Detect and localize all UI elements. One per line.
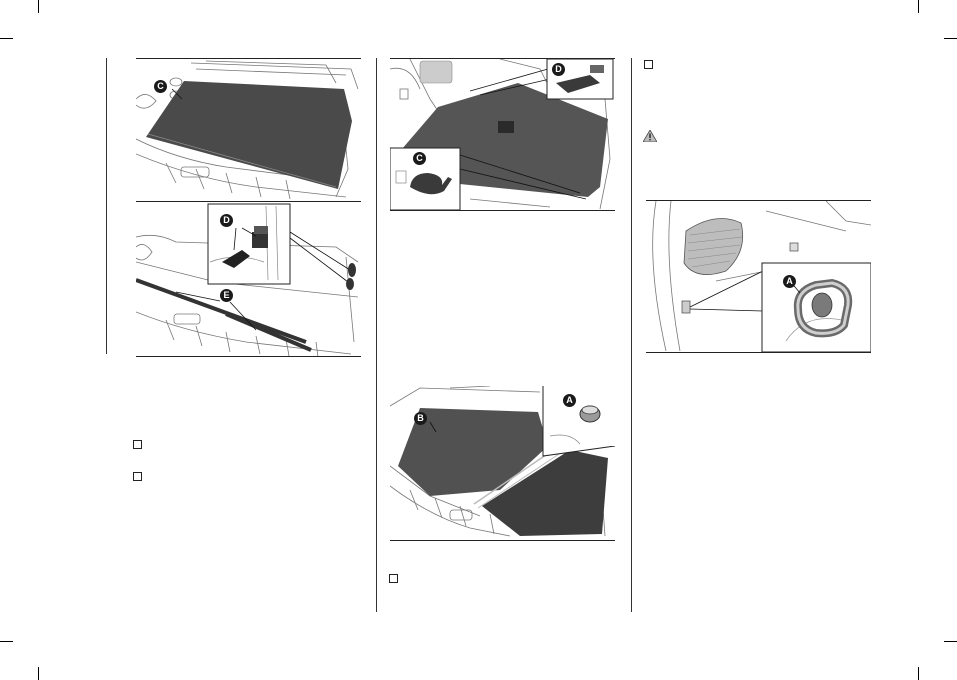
figure-top-rule bbox=[646, 200, 871, 201]
figure-divider-rule bbox=[136, 201, 361, 202]
figure-tie-down-ring: A bbox=[646, 201, 871, 352]
crop-mark bbox=[0, 641, 13, 642]
figure-top-rule bbox=[390, 58, 615, 59]
figure-bottom-rule bbox=[390, 540, 615, 541]
checkbox-bullet-icon bbox=[389, 574, 398, 583]
rail-strip bbox=[136, 278, 307, 344]
hook-piece bbox=[410, 173, 452, 195]
crop-mark bbox=[38, 667, 39, 680]
floor-cover-panel bbox=[146, 81, 352, 189]
callout-c: C bbox=[413, 152, 426, 165]
floor-panel-left bbox=[398, 408, 548, 496]
checkbox-bullet-icon bbox=[133, 440, 142, 449]
crop-mark bbox=[944, 38, 957, 39]
figure-bottom-rule bbox=[136, 356, 361, 357]
callout-e: E bbox=[220, 289, 233, 302]
callout-c: C bbox=[154, 80, 167, 93]
crop-mark bbox=[38, 0, 39, 13]
margin-rule bbox=[106, 58, 107, 354]
figure-luggage-floor-cover: C bbox=[136, 59, 361, 200]
crop-mark bbox=[0, 38, 13, 39]
callout-b: B bbox=[414, 412, 427, 425]
floor-panel-right bbox=[482, 450, 608, 536]
hook-piece bbox=[556, 75, 600, 93]
warning-triangle-icon bbox=[642, 129, 658, 147]
rail-strip bbox=[225, 312, 312, 352]
hook-piece bbox=[252, 232, 268, 248]
figure-cover-hooks-and-rails: D E bbox=[136, 202, 361, 357]
callout-a: A bbox=[563, 394, 576, 407]
figure-bottom-rule bbox=[646, 352, 871, 353]
crop-mark bbox=[918, 667, 919, 680]
column-divider bbox=[376, 58, 377, 612]
callout-d: D bbox=[220, 214, 233, 227]
crop-mark bbox=[944, 641, 957, 642]
callout-d: D bbox=[552, 63, 565, 76]
checkbox-bullet-icon bbox=[133, 472, 142, 481]
crop-mark bbox=[918, 0, 919, 13]
figure-top-rule bbox=[136, 58, 361, 59]
column-divider bbox=[631, 58, 632, 612]
figure-bottom-rule bbox=[390, 210, 615, 211]
speaker-grille bbox=[683, 218, 744, 275]
callout-a: A bbox=[783, 275, 796, 288]
figure-floor-panel-removal: B A bbox=[390, 386, 615, 540]
figure-cover-installation: D C bbox=[390, 59, 615, 210]
checkbox-bullet-icon bbox=[644, 60, 653, 69]
hook-piece bbox=[222, 250, 250, 268]
